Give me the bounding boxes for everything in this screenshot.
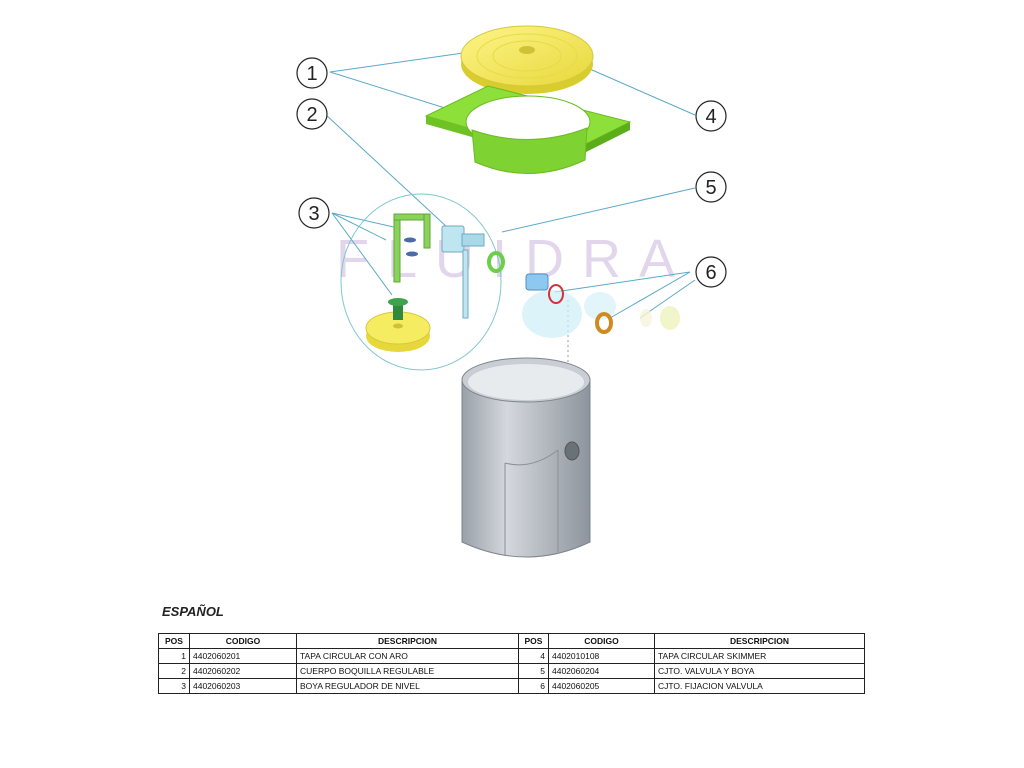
fluidra-watermark: FLUIDRA (336, 229, 693, 289)
float-arm-bracket (393, 213, 431, 283)
description-cell: CJTO. FIJACION VALVULA (654, 678, 865, 694)
code-cell: 4402010108 (548, 648, 655, 664)
detail-circle (340, 193, 502, 371)
valve-washer (487, 251, 505, 273)
callout-6: 6 (695, 256, 727, 288)
frame-ring-part (424, 85, 632, 174)
description-cell: CUERPO BOQUILLA REGULABLE (296, 663, 519, 679)
callout-5: 5 (695, 171, 727, 203)
column-header: POS (158, 633, 190, 649)
description-cell: TAPA CIRCULAR CON ARO (296, 648, 519, 664)
svg-text:4: 4 (705, 106, 716, 128)
table-row: 1 4402060201 TAPA CIRCULAR CON ARO 4 440… (158, 648, 865, 664)
svg-text:5: 5 (705, 177, 716, 199)
column-header: DESCRIPCION (296, 633, 519, 649)
svg-text:1: 1 (306, 63, 317, 85)
pos-cell: 3 (158, 678, 190, 694)
screw-set (404, 237, 418, 257)
svg-text:6: 6 (705, 262, 716, 284)
parts-table: POS CODIGO DESCRIPCION POS CODIGO DESCRI… (158, 633, 865, 694)
exploded-parts-diagram: FLUIDRA (296, 25, 727, 558)
code-cell: 4402060201 (189, 648, 297, 664)
pos-cell: 6 (518, 678, 549, 694)
pos-cell: 1 (158, 648, 190, 664)
column-header: CODIGO (189, 633, 297, 649)
section-title: ESPAÑOL (162, 604, 224, 619)
description-cell: TAPA CIRCULAR SKIMMER (654, 648, 865, 664)
description-cell: CJTO. VALVULA Y BOYA (654, 663, 865, 679)
skimmer-lid-part (460, 25, 594, 94)
svg-text:3: 3 (308, 203, 319, 225)
column-header: POS (518, 633, 549, 649)
table-header-row: POS CODIGO DESCRIPCION POS CODIGO DESCRI… (158, 633, 865, 649)
code-cell: 4402060202 (189, 663, 297, 679)
svg-text:2: 2 (306, 104, 317, 126)
code-cell: 4402060203 (189, 678, 297, 694)
code-cell: 4402060204 (548, 663, 655, 679)
code-cell: 4402060205 (548, 678, 655, 694)
table-row: 2 4402060202 CUERPO BOQUILLA REGULABLE 5… (158, 663, 865, 679)
callout-1: 1 (296, 57, 328, 89)
valve-fixing-set (522, 273, 680, 338)
pos-cell: 2 (158, 663, 190, 679)
callout-3: 3 (298, 197, 330, 229)
column-header: CODIGO (548, 633, 655, 649)
description-cell: BOYA REGULADOR DE NIVEL (296, 678, 519, 694)
adjustable-nozzle-body (441, 225, 485, 319)
level-float (365, 298, 431, 352)
table-row: 3 4402060203 BOYA REGULADOR DE NIVEL 6 4… (158, 678, 865, 694)
skimmer-body (461, 357, 591, 558)
column-header: DESCRIPCION (654, 633, 865, 649)
callout-2: 2 (296, 98, 328, 130)
pos-cell: 5 (518, 663, 549, 679)
pos-cell: 4 (518, 648, 549, 664)
callout-4: 4 (695, 100, 727, 132)
